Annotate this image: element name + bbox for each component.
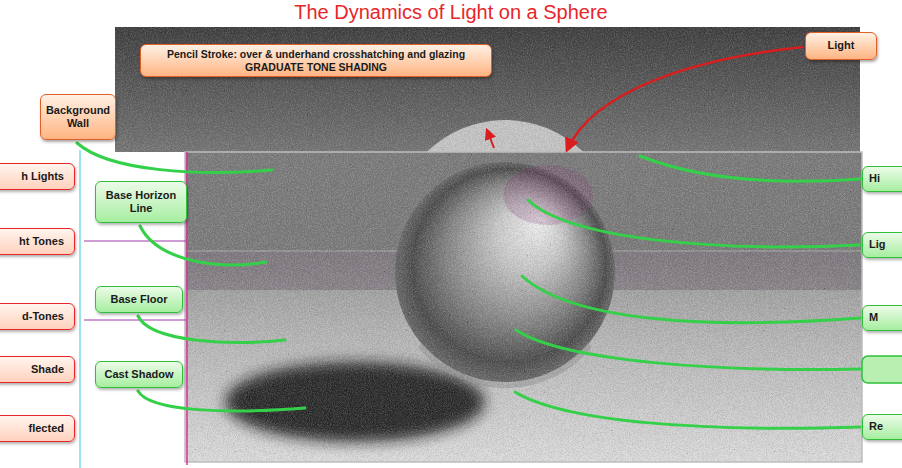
callout-box: Hi	[862, 166, 902, 192]
callout-box: Base Horizon Line	[95, 181, 187, 223]
callout-box: Cast Shadow	[95, 361, 183, 388]
box-label: flected	[0, 422, 64, 435]
leader-lines	[77, 143, 860, 428]
box-label: Pencil Stroke: over & underhand crosshat…	[149, 48, 483, 61]
box-label: Hi	[869, 172, 902, 185]
lower-photo	[185, 152, 862, 462]
light-leader	[567, 47, 803, 150]
box-label: Shade	[0, 363, 64, 376]
box-label: Cast Shadow	[100, 368, 178, 381]
box-label: GRADUATE TONE SHADING	[149, 61, 483, 74]
box-label: ht Tones	[0, 235, 64, 248]
guide-line	[80, 150, 81, 468]
callout-box: d-Tones	[0, 303, 75, 330]
callout-box: Lig	[862, 232, 902, 258]
callout-box: flected	[0, 415, 75, 442]
photo-frame	[185, 152, 862, 462]
callout-box: Background Wall	[40, 94, 116, 140]
upper-photo	[115, 27, 860, 152]
callout-box: Shade	[0, 356, 75, 383]
light-arrow	[487, 130, 494, 148]
callout-box: Light	[805, 32, 877, 60]
box-label: Background Wall	[44, 104, 112, 130]
box-label: Base Horizon Line	[100, 189, 182, 215]
callout-box: M	[862, 305, 902, 331]
box-label: h Lights	[0, 170, 64, 183]
callout-box: ht Tones	[0, 228, 75, 255]
callout-box: Re	[862, 414, 902, 440]
box-label: Lig	[869, 238, 902, 251]
diagram-title: The Dynamics of Light on a Sphere	[0, 0, 902, 24]
callout-box: h Lights	[0, 163, 75, 190]
box-label: Re	[869, 420, 902, 433]
box-label: Base Floor	[100, 293, 178, 306]
box-label: d-Tones	[0, 310, 64, 323]
note-box: Pencil Stroke: over & underhand crosshat…	[140, 44, 492, 77]
box-label: M	[869, 311, 902, 324]
blank-callout-box	[862, 356, 902, 383]
box-label: Light	[810, 39, 872, 52]
callout-box: Base Floor	[95, 286, 183, 313]
guide-line	[84, 320, 186, 321]
guide-line	[84, 241, 186, 242]
